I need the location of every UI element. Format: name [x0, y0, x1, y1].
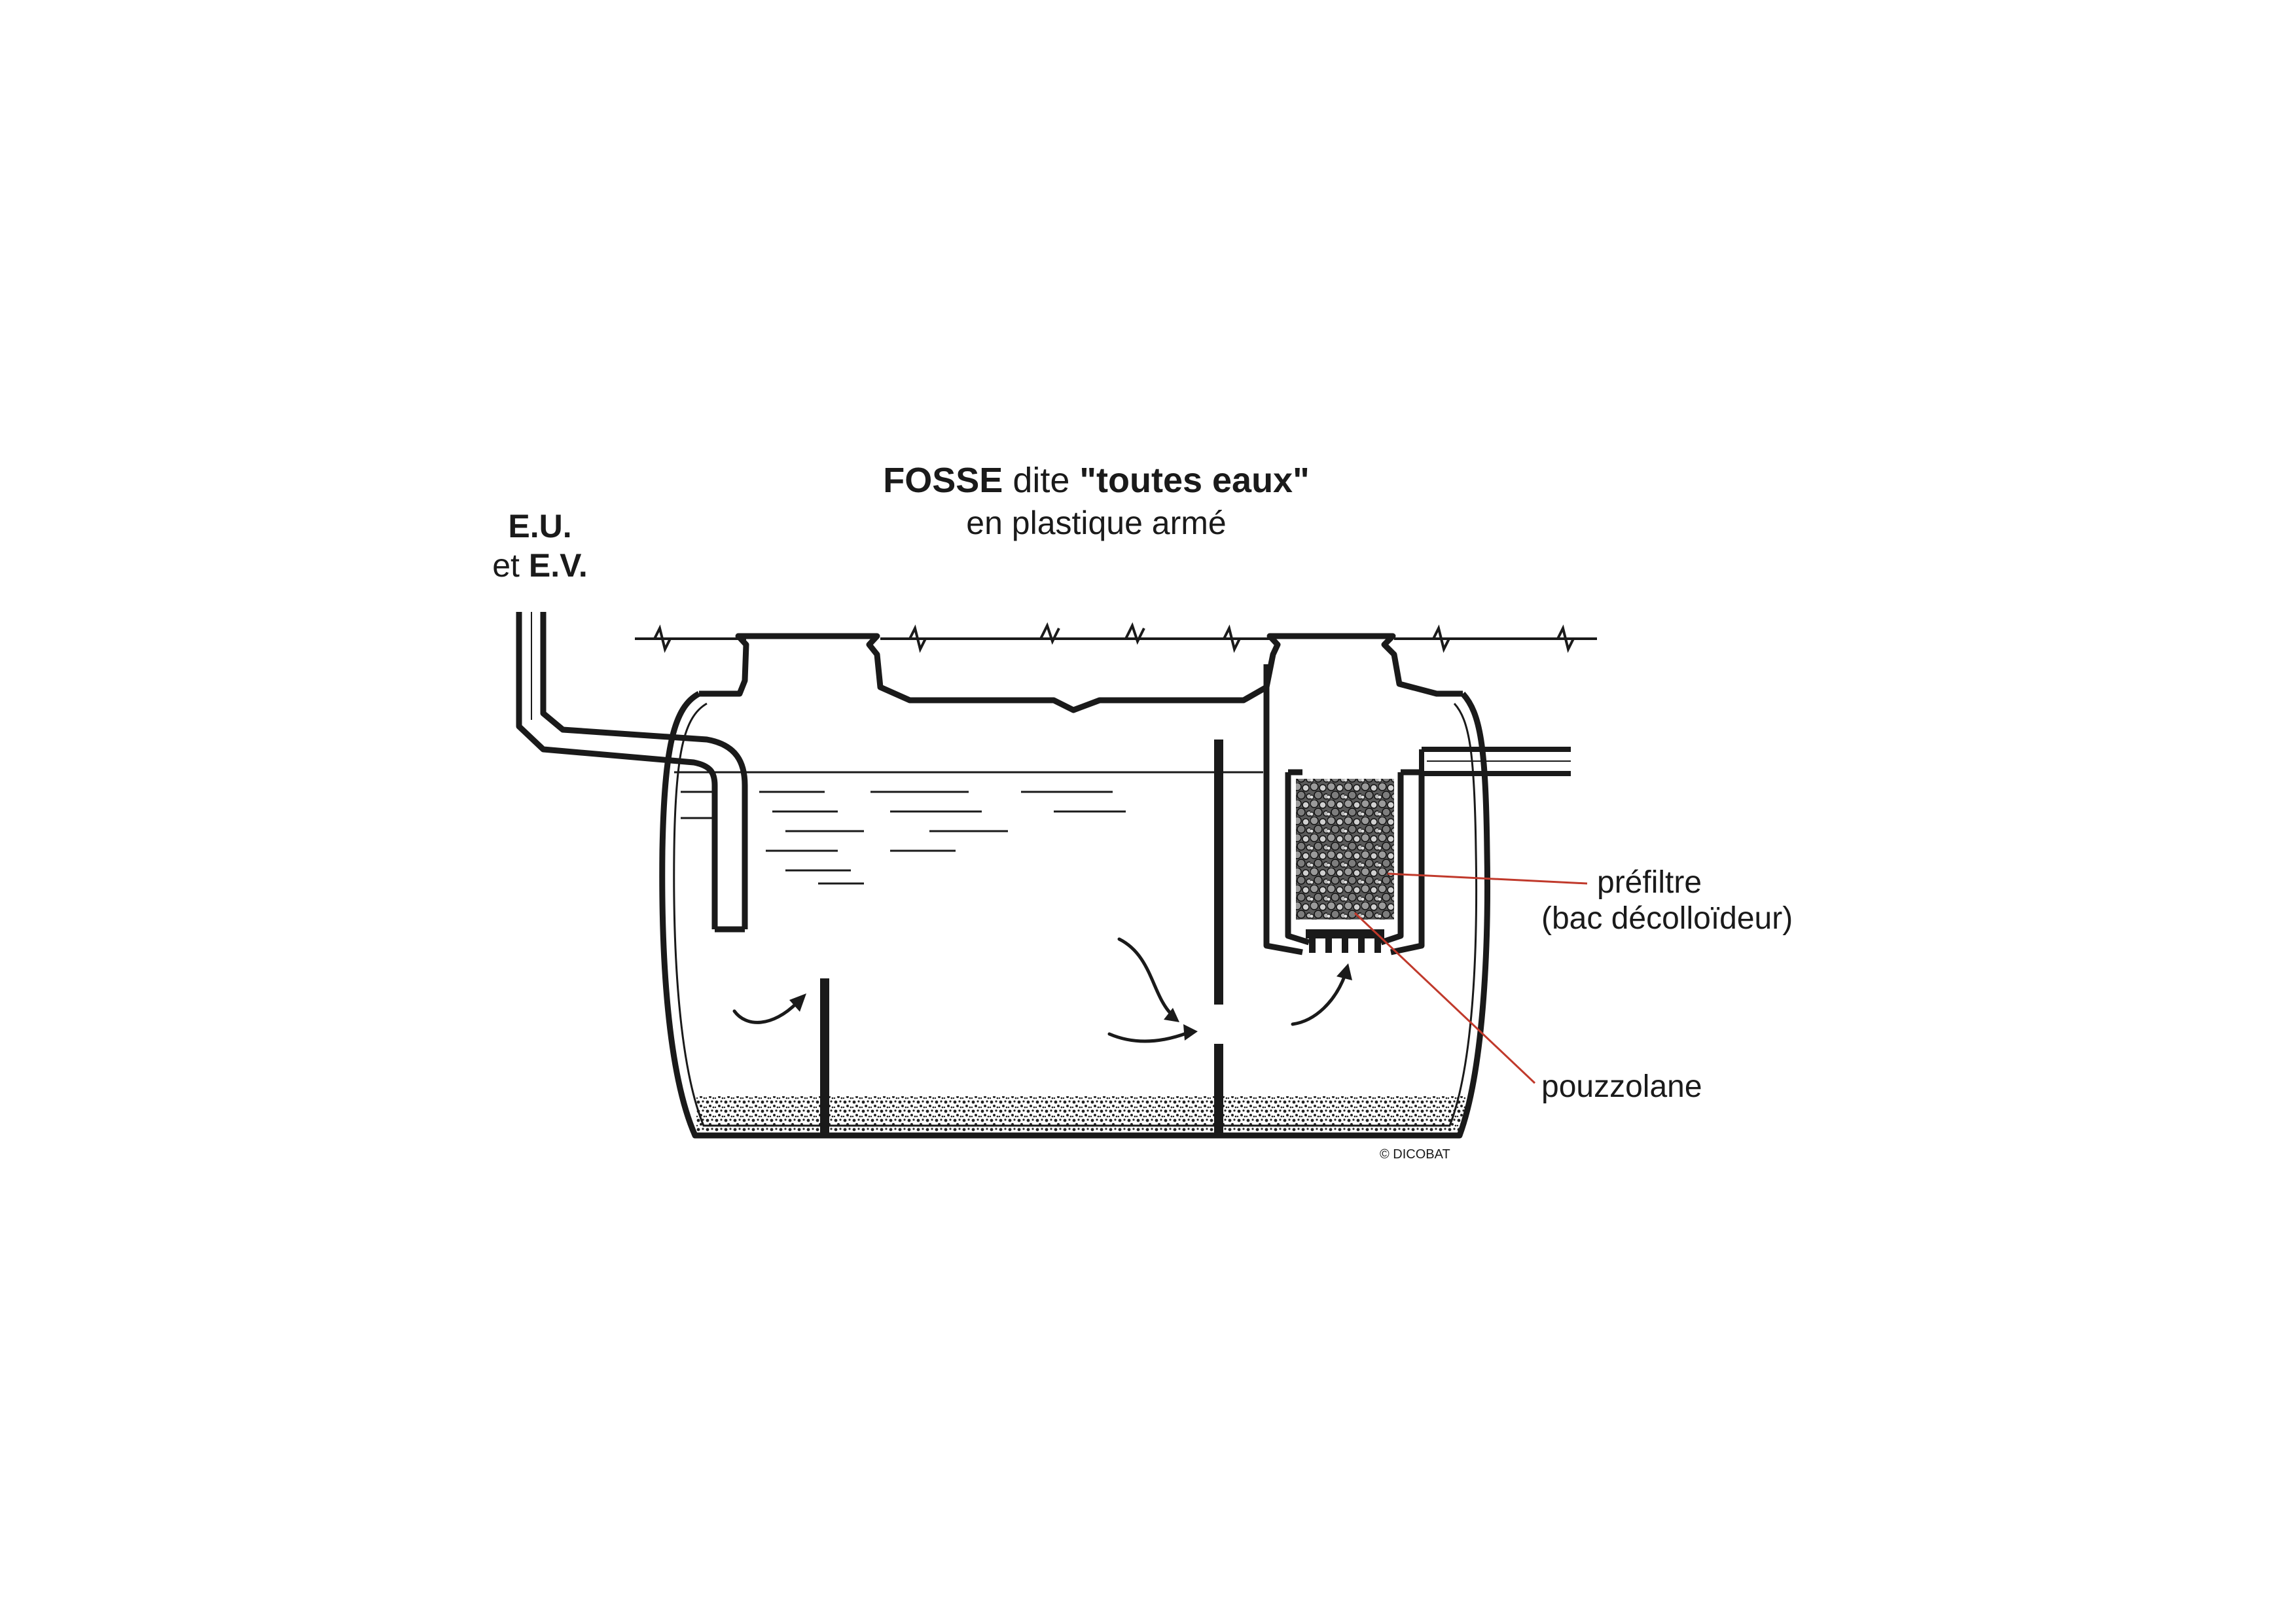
pouzzolane-label: pouzzolane: [1541, 1069, 1702, 1104]
leader-lines: [1354, 872, 1588, 1084]
prefilter-box: [1263, 664, 1425, 955]
prefilter-grate: [1306, 929, 1384, 953]
tank-inner-wall: [673, 702, 1478, 1127]
flow-arrowheads: [789, 963, 1352, 1041]
diagram-title: FOSSE dite "toutes eaux": [883, 461, 1310, 500]
sludge-layer: [696, 1096, 1465, 1132]
prefiltre-label: préfiltre: [1597, 865, 1702, 900]
outlet-pipe: [1419, 747, 1571, 776]
tank-body: [659, 633, 1490, 1139]
inlet-label-ev: et E.V.: [492, 547, 588, 584]
baffles: [820, 740, 1223, 1135]
inlet-label-eu: E.U.: [508, 508, 572, 544]
pozzolana-gravel: [1296, 779, 1394, 919]
diagram-subtitle: en plastique armé: [966, 505, 1227, 541]
ground-line: [635, 622, 1597, 653]
copyright-notice: © DICOBAT: [1380, 1147, 1450, 1162]
flow-arrows: [732, 937, 1347, 1043]
inlet-pipe: [516, 612, 748, 933]
prefiltre-sub-label: (bac décolloïdeur): [1541, 901, 1793, 936]
